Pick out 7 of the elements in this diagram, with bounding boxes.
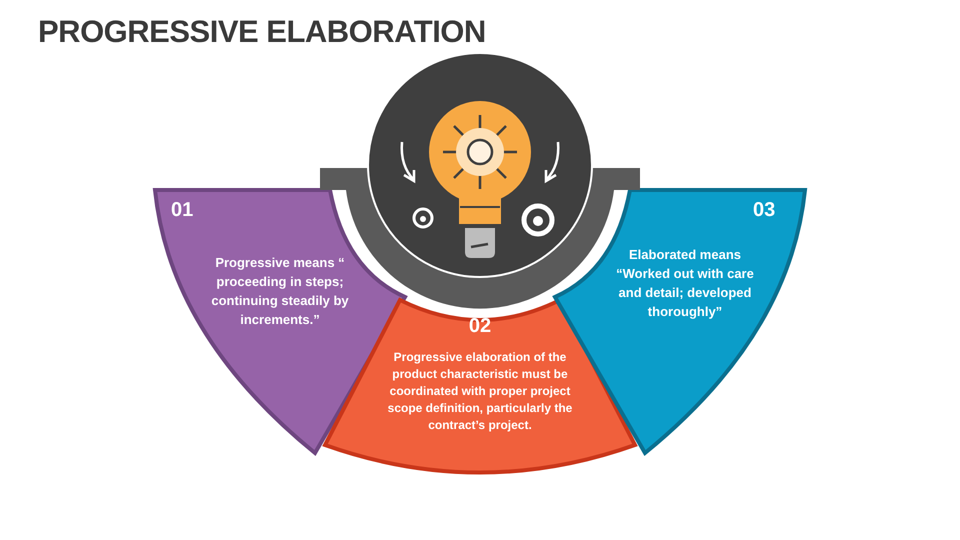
title: PROGRESSIVE ELABORATION [38, 14, 486, 50]
description-text: Progressive means “ proceeding in steps; continuing steadily by increments.” [210, 254, 350, 329]
step-number: 02 [468, 315, 492, 338]
step-number: 03 [753, 199, 776, 222]
description-text: Progressive elaboration of the product characteristic must be coordinated with proper project scope definition, particularly the contract’s project. [386, 349, 574, 434]
step-number: 01 [171, 199, 194, 222]
description-text: Elaborated means “Worked out with care and detail; developed thoroughly” [615, 246, 755, 321]
